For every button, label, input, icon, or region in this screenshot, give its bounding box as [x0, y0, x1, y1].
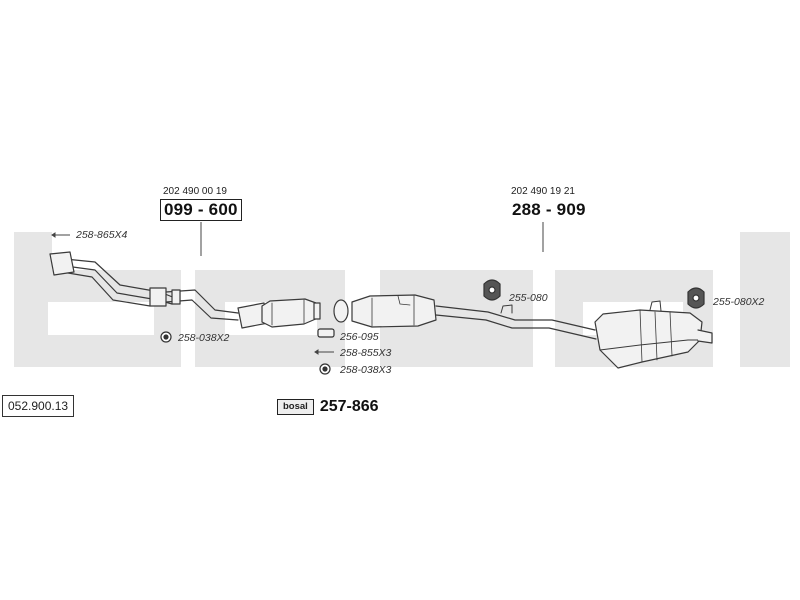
main-catalyst	[261, 298, 319, 328]
nut-label-mid[interactable]: 258-038X3	[340, 364, 392, 376]
mount-label-mid[interactable]: 255-080	[509, 292, 548, 304]
front-pipe-oem-number: 202 490 00 19	[163, 186, 227, 197]
middle-silencer	[351, 294, 437, 328]
bosal-kit-logo: bosal	[277, 399, 314, 415]
rubber-mount-icon-rear	[687, 287, 705, 309]
gasket-label[interactable]: 256-095	[340, 331, 379, 343]
tail-pipe	[697, 329, 713, 344]
rubber-mount-icon-mid	[483, 279, 501, 301]
rear-silencer	[594, 309, 703, 369]
mounting-kit[interactable]: bosal 257-866	[277, 398, 379, 416]
bolt-label-mid[interactable]: 258-855X3	[340, 347, 392, 359]
bolt-label-front[interactable]: 258-865X4	[76, 229, 128, 241]
catalog-number-box: 052.900.13	[2, 395, 75, 417]
pipe-clamp	[171, 289, 181, 305]
front-pipe-part-number[interactable]: 099 - 600	[160, 199, 242, 221]
front-pipe-tube-3	[61, 271, 151, 307]
mid-flange	[149, 287, 167, 307]
mount-label-rear[interactable]: 255-080X2	[713, 296, 765, 308]
rear-section-part-number[interactable]: 288 - 909	[512, 200, 586, 219]
gasket-icon	[317, 328, 335, 338]
nut-icon-mid	[319, 363, 331, 375]
kit-part-number[interactable]: 257-866	[319, 398, 379, 415]
hanger-bracket	[500, 304, 513, 314]
rear-section-oem-number: 202 490 19 21	[511, 186, 575, 197]
inlet-flange	[333, 299, 349, 323]
front-flange	[49, 251, 75, 276]
nut-label-front[interactable]: 258-038X2	[178, 332, 230, 344]
nut-icon	[160, 331, 172, 343]
